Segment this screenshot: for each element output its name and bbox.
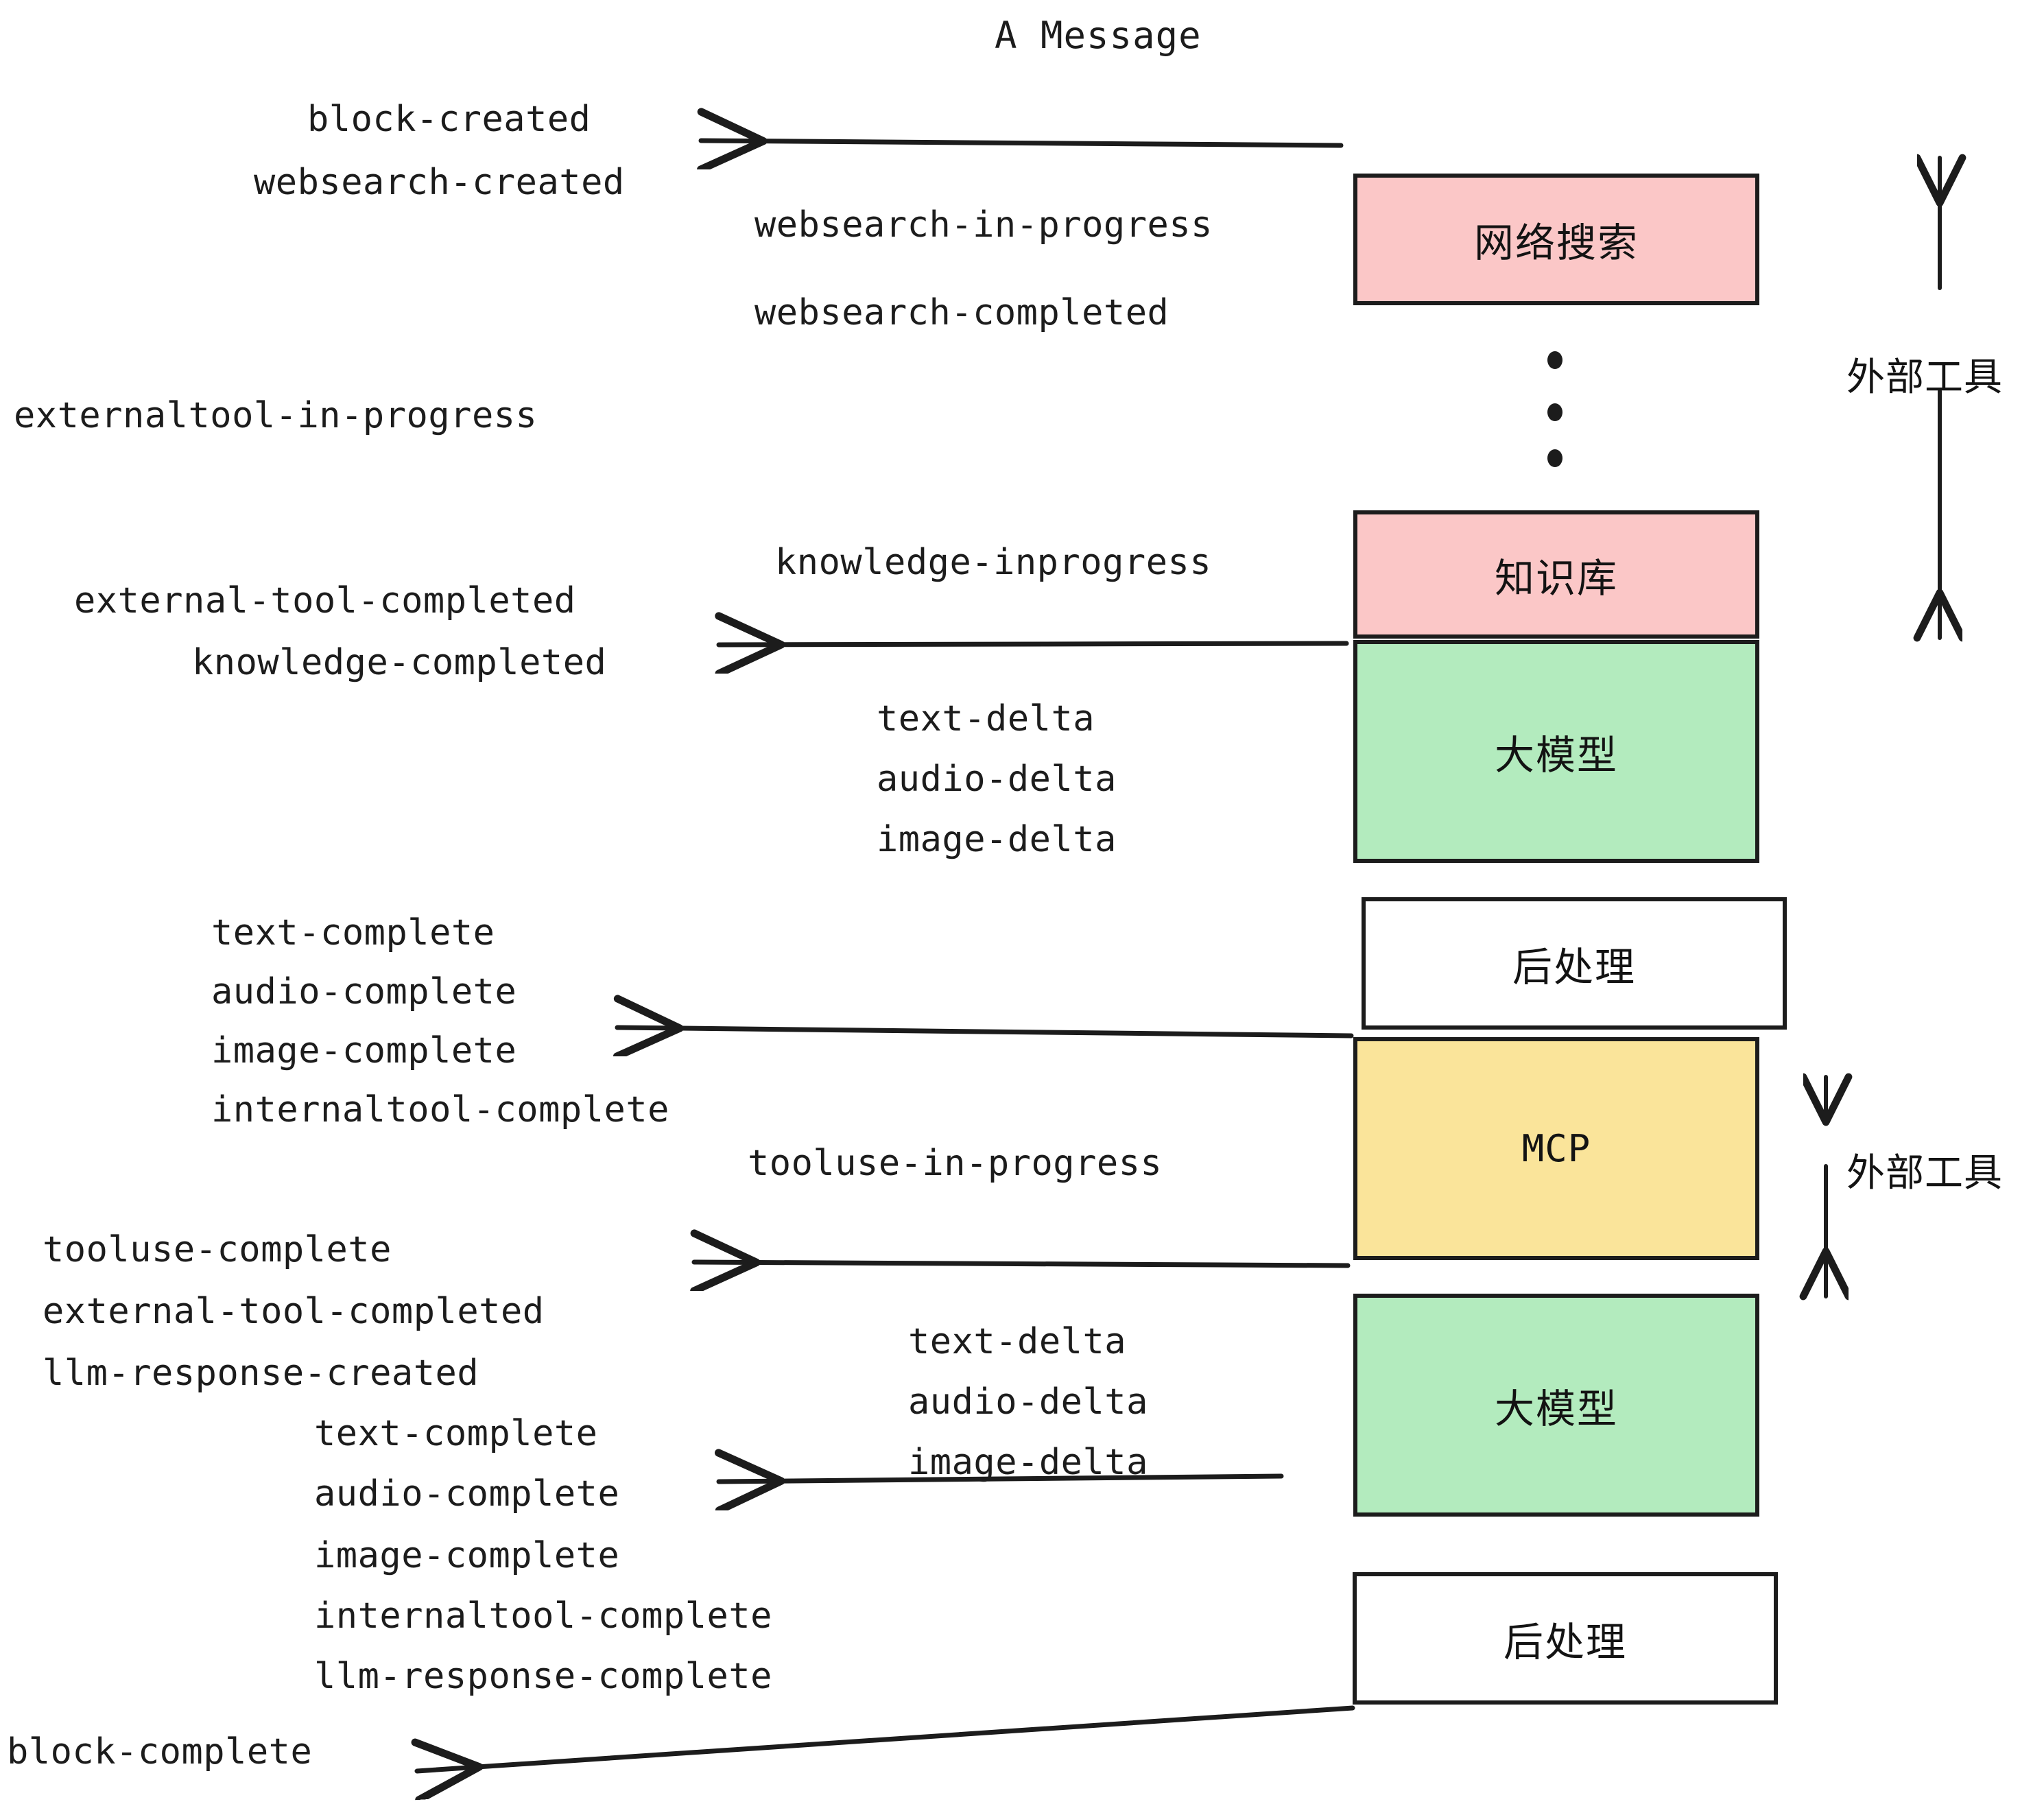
scope-arrow-layer (1826, 158, 1940, 1296)
event-label-e6: knowledge-inprogress (775, 542, 1212, 583)
ellipsis-dot-3 (1547, 449, 1562, 467)
event-label-e16: tooluse-in-progress (748, 1143, 1163, 1184)
flow-arrow-a2 (719, 643, 1349, 645)
flow-arrow-a3 (617, 1028, 1354, 1036)
node-label: 知识库 (1494, 554, 1618, 602)
event-label-e9: text-delta (877, 698, 1095, 739)
event-label-e28: block-complete (7, 1731, 313, 1772)
event-label-e27: llm-response-complete (314, 1656, 772, 1697)
event-label-e18: external-tool-completed (43, 1291, 545, 1332)
node-llm-1: 大模型 (1353, 640, 1759, 863)
event-label-e3: websearch-in-progress (754, 204, 1213, 246)
node-postprocess-2: 后处理 (1353, 1572, 1778, 1705)
flow-arrow-layer (417, 141, 1355, 1771)
event-label-e12: text-complete (211, 912, 495, 953)
flow-arrow-a6 (417, 1705, 1355, 1771)
node-label: 大模型 (1494, 731, 1618, 779)
node-label: 大模型 (1494, 1385, 1618, 1432)
event-label-e24: audio-complete (314, 1473, 620, 1515)
event-label-e5: externaltool-in-progress (14, 395, 538, 436)
event-label-e14: image-complete (211, 1030, 517, 1071)
event-label-e21: audio-delta (908, 1381, 1148, 1423)
event-label-e25: image-complete (314, 1535, 620, 1576)
event-label-e20: text-delta (908, 1321, 1127, 1362)
scope-label-s2: 外部工具 (1846, 1151, 2003, 1196)
event-label-e19: llm-response-created (43, 1353, 479, 1394)
event-label-e2: websearch-created (254, 162, 625, 203)
node-label: 后处理 (1503, 1618, 1627, 1665)
node-postprocess-1: 后处理 (1362, 897, 1787, 1030)
ellipsis-dot-1 (1547, 351, 1562, 369)
flow-arrow-a5 (719, 1476, 1284, 1482)
flow-arrow-a4 (694, 1262, 1351, 1266)
event-label-e23: text-complete (314, 1413, 598, 1454)
node-llm-2: 大模型 (1353, 1294, 1759, 1517)
flow-arrow-a1 (701, 141, 1344, 145)
node-label: 网络搜索 (1473, 219, 1639, 266)
event-label-e22: image-delta (908, 1442, 1148, 1483)
event-label-e15: internaltool-complete (211, 1089, 669, 1130)
event-label-e13: audio-complete (211, 971, 517, 1012)
node-mcp: MCP (1353, 1037, 1759, 1260)
event-label-e10: audio-delta (877, 759, 1117, 800)
node-label: MCP (1521, 1127, 1591, 1170)
event-label-e17: tooluse-complete (43, 1229, 392, 1270)
event-label-e26: internaltool-complete (314, 1595, 772, 1637)
event-label-e1: block-created (307, 99, 591, 140)
scope-label-s1: 外部工具 (1846, 355, 2003, 400)
event-label-e4: websearch-completed (754, 292, 1169, 333)
event-label-e8: knowledge-completed (192, 642, 607, 683)
ellipsis-dot-2 (1547, 403, 1562, 421)
node-label: 后处理 (1512, 943, 1636, 990)
node-knowledge: 知识库 (1353, 510, 1759, 639)
diagram-title: A Message (995, 14, 1202, 57)
node-websearch: 网络搜索 (1353, 174, 1759, 305)
event-label-e11: image-delta (877, 819, 1117, 860)
event-label-e7: external-tool-completed (74, 580, 576, 621)
